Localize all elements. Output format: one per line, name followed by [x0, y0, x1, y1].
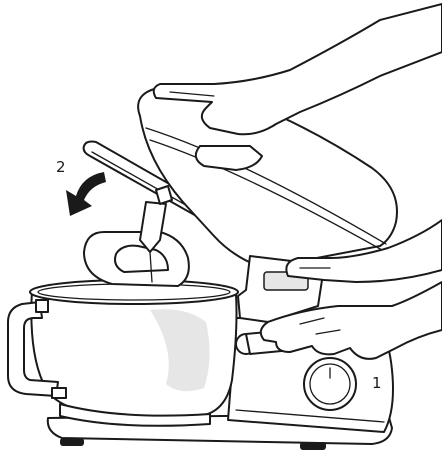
curved-arrow-icon	[66, 172, 106, 216]
mixing-bowl	[8, 280, 238, 426]
speed-knob[interactable]	[304, 358, 356, 410]
callout-1-label: 1	[372, 374, 382, 392]
flat-beater	[84, 202, 189, 286]
callout-2-label: 2	[56, 158, 66, 176]
